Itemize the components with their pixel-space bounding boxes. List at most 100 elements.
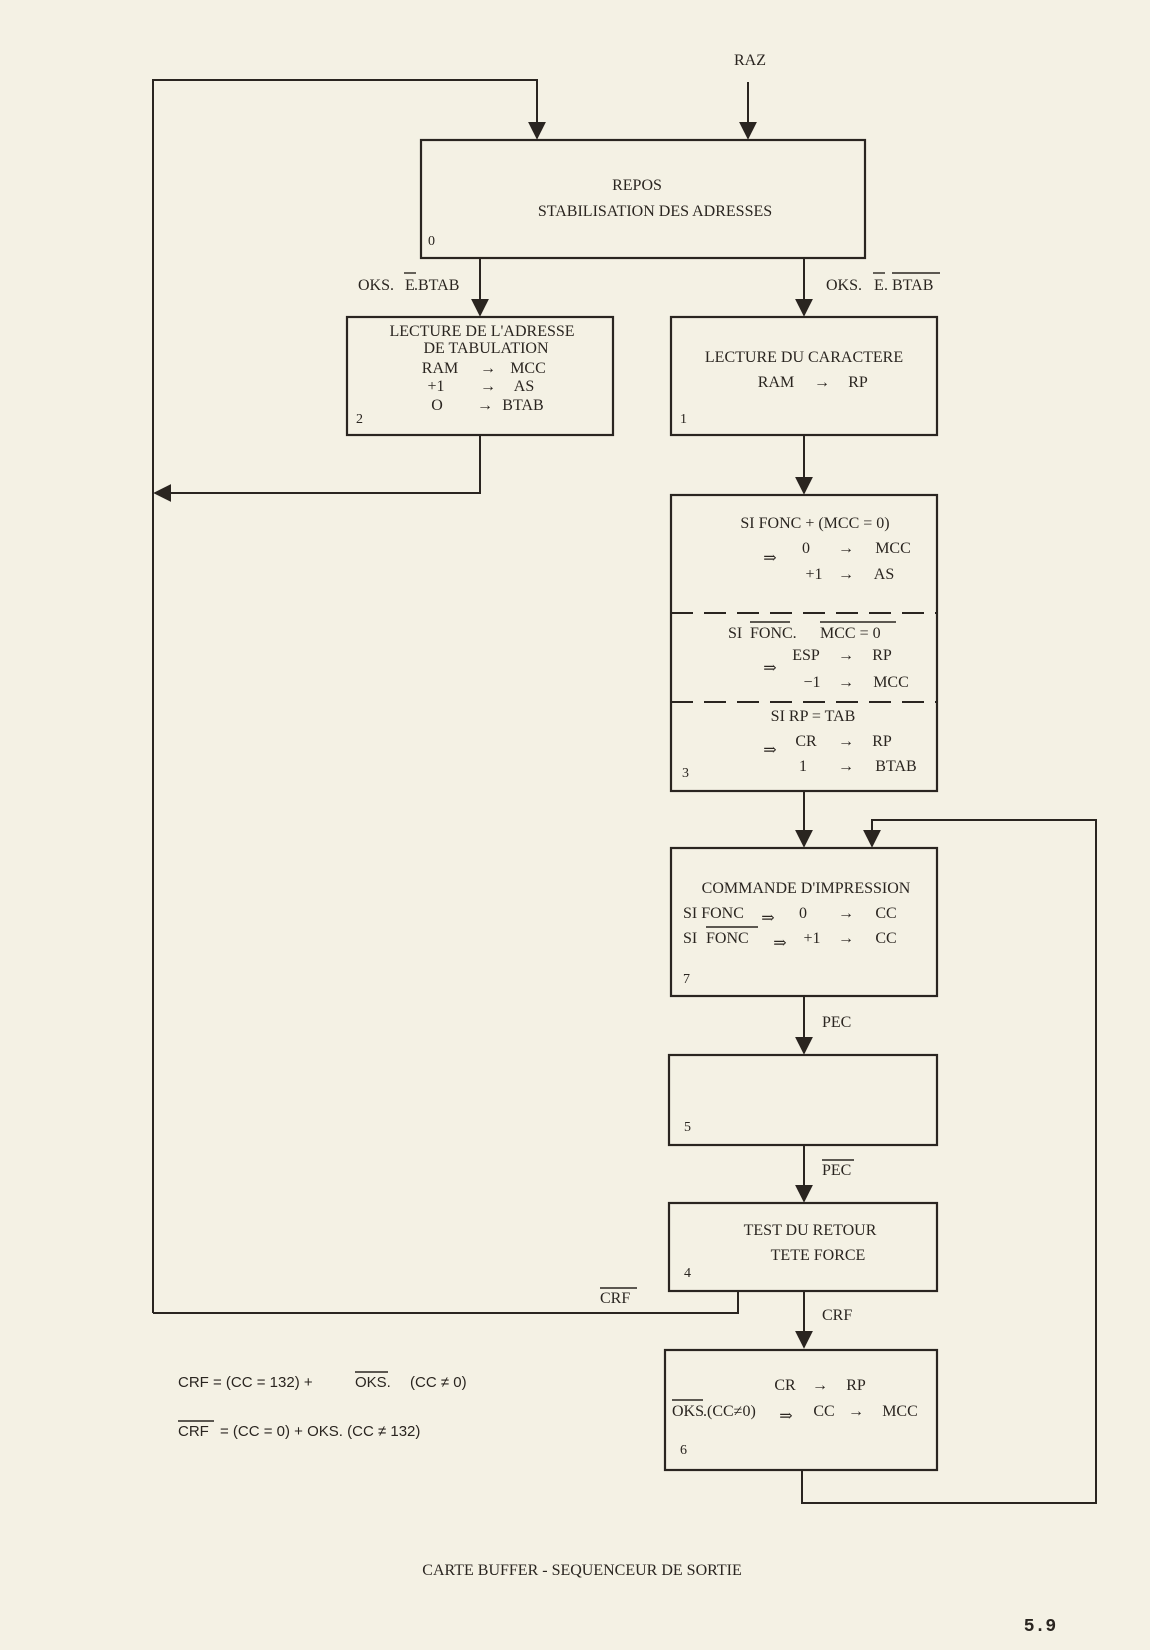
svg-text:.(CC≠0): .(CC≠0) [703, 1403, 756, 1420]
arrow-4-to-loop [153, 1291, 739, 1314]
svg-text:BTAB: BTAB [892, 277, 933, 294]
svg-text:+1: +1 [803, 930, 820, 947]
svg-text:O: O [431, 397, 443, 414]
arrow-glyph: → [477, 397, 493, 414]
svg-text:⇒: ⇒ [763, 550, 776, 567]
state-0-box: REPOS STABILISATION DES ADRESSES 0 [419, 138, 867, 260]
figure-caption: CARTE BUFFER - SEQUENCEUR DE SORTIE [422, 1562, 741, 1579]
svg-text:= (CC = 0) + OKS. (CC ≠ 132): = (CC = 0) + OKS. (CC ≠ 132) [220, 1423, 420, 1440]
svg-text:⇒: ⇒ [763, 660, 776, 677]
svg-text:CR: CR [795, 733, 817, 750]
state-0-line2: STABILISATION DES ADRESSES [538, 203, 772, 220]
transition-left-label: OKS. E .BTAB [358, 272, 459, 294]
svg-text:OKS.: OKS. [358, 277, 394, 294]
svg-text:E: E [874, 277, 884, 294]
arrow-glyph: → [838, 540, 854, 557]
state-0-number: 0 [428, 234, 435, 249]
page-number: 5.9 [1024, 1617, 1056, 1637]
arrow-glyph: → [838, 566, 854, 583]
svg-text:.: . [884, 277, 888, 294]
svg-text:MCC = 0: MCC = 0 [820, 625, 881, 642]
svg-text:SI: SI [728, 625, 742, 642]
svg-text:+1: +1 [805, 566, 822, 583]
svg-text:BTAB: BTAB [502, 397, 543, 414]
svg-text:OKS.: OKS. [826, 277, 862, 294]
state-6-box: CR → RP OKS .(CC≠0) ⇒ CC → MCC 6 [663, 1348, 939, 1472]
svg-text:OKS.: OKS. [355, 1374, 391, 1391]
svg-text:OKS: OKS [672, 1403, 704, 1420]
arrow-glyph: → [838, 930, 854, 947]
arrow-glyph: → [480, 378, 496, 395]
arrow-glyph: → [812, 1377, 828, 1394]
svg-text:BTAB: BTAB [875, 758, 916, 775]
svg-text:CC: CC [813, 1403, 834, 1420]
svg-text:RP: RP [848, 374, 868, 391]
svg-text:7: 7 [683, 972, 690, 987]
formula-crf: CRF = (CC = 132) + OKS. (CC ≠ 0) [178, 1371, 467, 1391]
transition-pec-label: PEC [822, 1014, 851, 1031]
svg-text:⇒: ⇒ [773, 935, 786, 952]
state-5-box: 5 [667, 1053, 939, 1147]
svg-text:LECTURE DE L'ADRESSE: LECTURE DE L'ADRESSE [389, 323, 574, 340]
return-loop-right [801, 819, 1097, 1504]
svg-text:AS: AS [514, 378, 534, 395]
state-2-box: LECTURE DE L'ADRESSE DE TABULATION RAM →… [345, 315, 615, 437]
formula-crf-bar: CRF = (CC = 0) + OKS. (CC ≠ 132) [178, 1420, 420, 1440]
state-1-box: LECTURE DU CARACTERE RAM → RP 1 [669, 315, 939, 437]
svg-text:MCC: MCC [873, 674, 909, 691]
svg-text:TEST DU RETOUR: TEST DU RETOUR [744, 1222, 877, 1239]
svg-text:FONC.: FONC. [750, 625, 797, 642]
svg-text:ESP: ESP [792, 647, 820, 664]
svg-text:CRF: CRF [600, 1290, 630, 1307]
svg-text:SI RP = TAB: SI RP = TAB [771, 708, 856, 725]
svg-text:4: 4 [684, 1266, 691, 1281]
svg-text:RP: RP [846, 1377, 866, 1394]
svg-text:⇒: ⇒ [763, 742, 776, 759]
svg-text:RAM: RAM [422, 360, 458, 377]
svg-text:(CC ≠ 0): (CC ≠ 0) [410, 1374, 467, 1391]
svg-text:RP: RP [872, 733, 892, 750]
arrow-glyph: → [480, 360, 496, 377]
state-3-box: SI FONC + (MCC = 0) ⇒ 0 → MCC +1 → AS SI… [669, 493, 939, 793]
svg-text:3: 3 [682, 766, 689, 781]
transition-crf-label: CRF [822, 1307, 852, 1324]
svg-text:AS: AS [874, 566, 894, 583]
svg-text:CR: CR [774, 1377, 796, 1394]
svg-text:−1: −1 [803, 674, 820, 691]
svg-text:MCC: MCC [882, 1403, 918, 1420]
transition-crf-bar-label: CRF [600, 1287, 637, 1307]
svg-text:RAM: RAM [758, 374, 794, 391]
state-4-box: TEST DU RETOUR TETE FORCE 4 [667, 1201, 939, 1293]
svg-text:MCC: MCC [510, 360, 546, 377]
svg-text:PEC: PEC [822, 1162, 851, 1179]
arrow-glyph: → [848, 1403, 864, 1420]
state-0-line1: REPOS [612, 177, 662, 194]
arrow-glyph: → [814, 374, 830, 391]
return-loop-left [152, 79, 546, 1313]
svg-text:5: 5 [684, 1120, 691, 1135]
svg-text:E: E [405, 277, 415, 294]
svg-text:COMMANDE D'IMPRESSION: COMMANDE D'IMPRESSION [702, 880, 911, 897]
svg-text:6: 6 [680, 1443, 687, 1458]
svg-text:SI FONC: SI FONC [683, 905, 744, 922]
svg-text:0: 0 [802, 540, 810, 557]
svg-text:.BTAB: .BTAB [414, 277, 459, 294]
svg-text:CRF = (CC = 132) +: CRF = (CC = 132) + [178, 1374, 313, 1391]
svg-text:+1: +1 [427, 378, 444, 395]
svg-text:TETE FORCE: TETE FORCE [771, 1247, 866, 1264]
svg-text:DE TABULATION: DE TABULATION [423, 340, 549, 357]
raz-label: RAZ [734, 52, 766, 69]
svg-text:2: 2 [356, 412, 363, 427]
arrow-glyph: → [838, 758, 854, 775]
svg-text:1: 1 [799, 758, 807, 775]
svg-text:MCC: MCC [875, 540, 911, 557]
svg-text:SI FONC + (MCC = 0): SI FONC + (MCC = 0) [740, 515, 889, 532]
svg-text:CRF: CRF [178, 1423, 209, 1440]
svg-text:SI: SI [683, 930, 697, 947]
svg-text:⇒: ⇒ [779, 1408, 792, 1425]
state-7-box: COMMANDE D'IMPRESSION SI FONC ⇒ 0 → CC S… [669, 846, 939, 998]
svg-text:CC: CC [875, 930, 896, 947]
arrow-glyph: → [838, 905, 854, 922]
svg-text:LECTURE DU CARACTERE: LECTURE DU CARACTERE [705, 349, 903, 366]
